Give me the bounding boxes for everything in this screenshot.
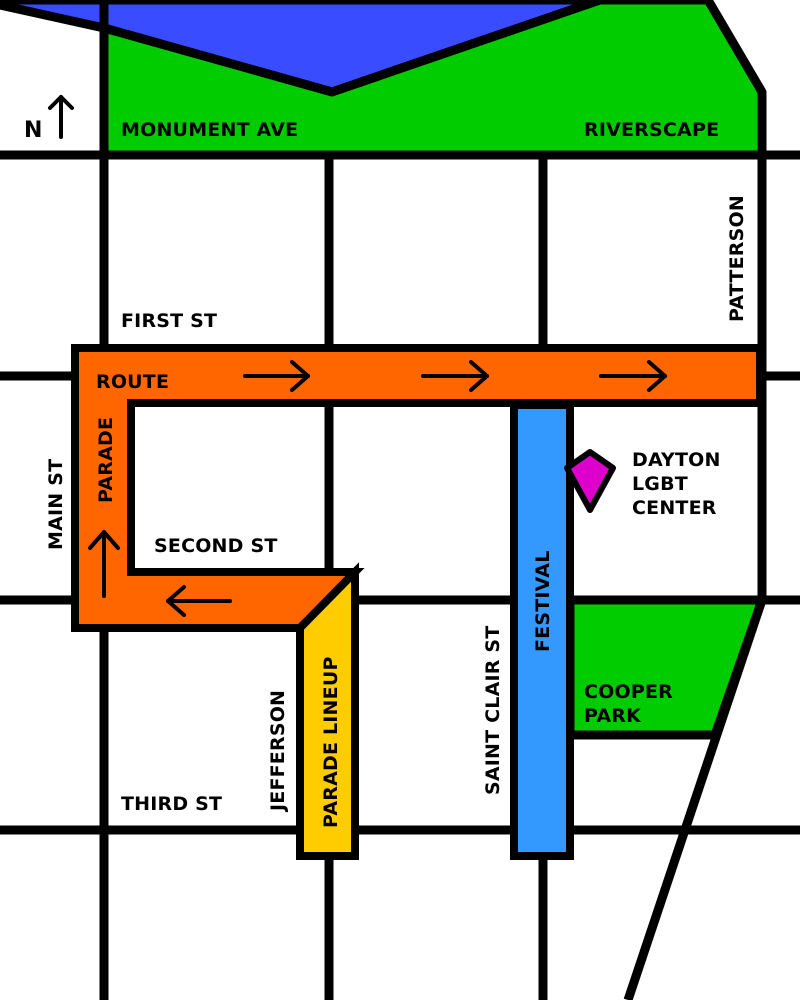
first-st-label: FIRST ST <box>121 310 217 332</box>
parade-label: PARADE <box>95 417 117 503</box>
north-arrow: N <box>24 95 74 143</box>
monument-ave-label: MONUMENT AVE <box>121 119 298 141</box>
route-arrows <box>88 360 667 617</box>
poi-label-line3: CENTER <box>632 497 717 519</box>
parade-lineup-label: PARADE LINEUP <box>320 656 342 828</box>
parade-lineup-zone <box>296 562 359 860</box>
festival-zone <box>510 401 574 860</box>
arrow-right-icon <box>243 360 310 392</box>
north-arrow-icon <box>48 95 74 139</box>
arrow-right-icon <box>421 360 489 392</box>
cooper-park-label-line2: PARK <box>584 705 642 727</box>
arrow-left-icon <box>166 585 232 617</box>
parade-route-path <box>71 344 764 632</box>
second-st-label: SECOND ST <box>154 535 278 557</box>
riverscape-label: RIVERSCAPE <box>584 119 719 141</box>
poi-label-line2: LGBT <box>632 473 688 495</box>
main-st-label: MAIN ST <box>45 459 67 550</box>
arrow-right-icon <box>599 360 667 392</box>
diagonal-road-line <box>623 598 767 1000</box>
poi-label-line1: DAYTON <box>632 449 721 471</box>
north-label: N <box>24 118 43 143</box>
patterson-label: PATTERSON <box>726 195 748 322</box>
cooper-park-label-line1: COOPER <box>584 681 673 703</box>
saint-clair-st-label: SAINT CLAIR ST <box>482 626 504 795</box>
jefferson-label: JEFFERSON <box>267 690 289 813</box>
festival-label: FESTIVAL <box>532 551 554 653</box>
route-label: ROUTE <box>96 371 169 393</box>
arrow-up-icon <box>88 530 120 598</box>
gem-marker-icon[interactable] <box>564 449 616 513</box>
third-st-label: THIRD ST <box>121 793 222 815</box>
